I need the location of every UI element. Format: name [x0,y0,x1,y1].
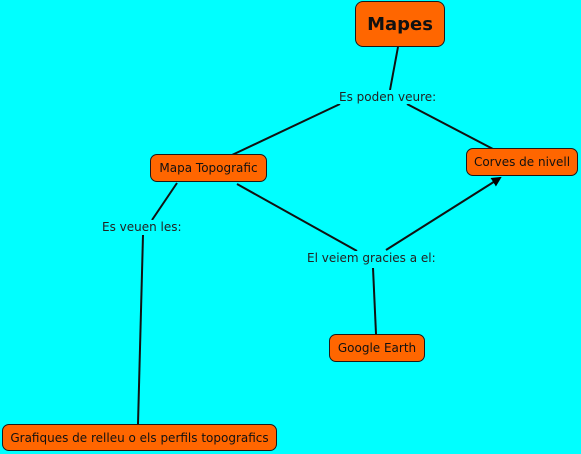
node-corves-de-nivell[interactable]: Corves de nivell [466,148,578,176]
linking-phrase-es-veuen-les: Es veuen les: [100,220,184,234]
line-mapa-topografic-to-es-veuen-les [151,182,178,221]
node-mapes[interactable]: Mapes [355,1,445,47]
node-mapa-topografic[interactable]: Mapa Topografic [150,154,267,182]
node-grafiques[interactable]: Grafiques de relleu o els perfils topogr… [2,424,277,451]
line-el-veiem-to-google-earth [372,267,377,335]
line-es-poden-veure-to-corves-de-nivell [406,103,494,150]
line-mapa-topografic-to-el-veiem [236,183,358,252]
connection-lines [137,46,502,425]
linking-phrase-el-veiem: El veiem gracies a el: [305,251,438,265]
arrow-el-veiem-to-corves-de-nivell [385,176,502,251]
node-google-earth[interactable]: Google Earth [329,334,425,362]
line-es-poden-veure-to-mapa-topografic [231,103,341,156]
line-mapes-to-es-poden-veure [389,46,399,91]
linking-phrase-es-poden-veure: Es poden veure: [337,90,439,104]
line-es-veuen-les-to-grafiques [137,234,144,425]
